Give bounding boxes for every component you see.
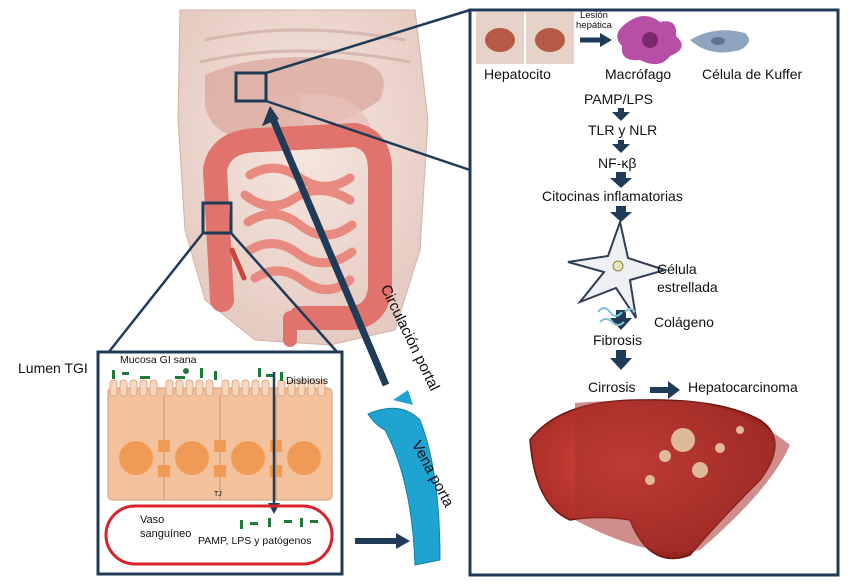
portal-circulation-arrow [266,110,390,387]
injury-label: Lesión hepática [576,10,612,32]
macrophage-label: Macrófago [605,66,672,82]
collagen-label: Colágeno [654,314,714,330]
lumen-label: Lumen TGI [18,360,88,376]
healthy-mucosa-label: Mucosa GI sana [120,354,197,366]
bacteria-icons [112,368,318,529]
intestinal-wall-inset [96,350,344,576]
flow-arrows [610,108,680,399]
tumor-nodules [645,426,744,485]
pamp-pathogens-label: PAMP, LPS y patógenos [198,535,312,547]
hcc-step: Hepatocarcinoma [688,379,798,395]
hepatocyte-label: Hepatocito [484,66,551,82]
dysbiosis-label: Disbiosis [286,375,329,387]
tlr-nlr-step: TLR y NLR [588,122,658,138]
fibrosis-step: Fibrosis [593,332,643,348]
blood-vessel [104,504,334,566]
vessel-label: Vaso sanguíneo [140,514,192,540]
kupffer-label: Célula de Kuffer [702,66,803,82]
stellate-label: Célula estrellada [657,261,718,296]
macrophage-image [617,16,682,65]
nfkb-step: NF-κβ [598,155,637,171]
intestine-zoom-box [201,201,233,235]
portal-vein [367,390,441,566]
cirrhosis-step: Cirrosis [588,379,636,395]
colon-shape [202,122,392,331]
stellate-cell-image [567,218,669,326]
pamp-lps-step: PAMP/LPS [584,91,653,107]
liver-zoom-box [234,71,268,103]
tj-label: TJ [214,491,222,498]
enterocyte-nuclei [119,441,321,475]
cirrhotic-liver-image [529,399,790,560]
kupffer-cell-image [690,30,749,53]
hepatocyte-images [476,12,574,64]
cytokines-step: Citocinas inflamatorias [542,188,683,204]
torso-illustration [177,9,429,347]
